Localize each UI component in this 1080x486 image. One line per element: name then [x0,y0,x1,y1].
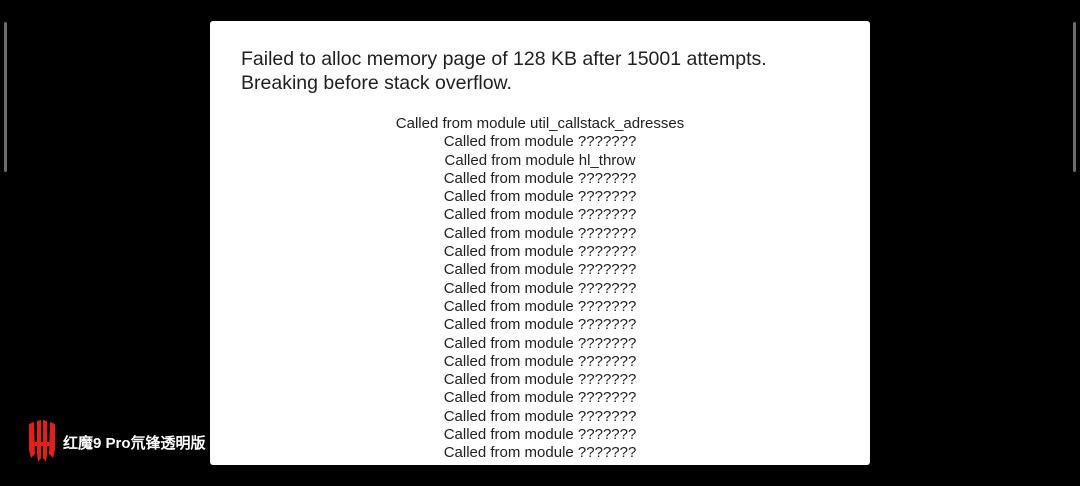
red-magic-logo-icon [29,420,55,462]
stack-line: Called from module ??????? [443,224,637,242]
stack-line: Called from module ??????? [443,169,637,187]
dialog-title-line-1: Failed to alloc memory page of 128 KB af… [241,48,767,70]
stack-line: Called from module ??????? [443,316,637,334]
stack-line: Called from module ??????? [443,371,637,389]
stack-line: Called from module ??????? [443,133,637,151]
left-edge-handle[interactable] [4,22,7,172]
stack-line: Called from module ??????? [443,334,637,352]
dialog-title-line-2: Breaking before stack overflow. [241,72,512,94]
watermark-text: 红魔9 Pro氘锋透明版 [63,434,206,452]
error-dialog: Failed to alloc memory page of 128 KB af… [210,21,870,465]
stack-line: Called from module ??????? [443,261,637,279]
stack-line: Called from module hl_throw [444,151,636,169]
stack-line: Called from module ??????? [443,426,637,444]
stack-line: Called from module ??????? [443,352,637,370]
stack-line: Called from module ??????? [443,279,637,297]
stack-line: Called from module ??????? [443,407,637,425]
stack-line: Called from module ??????? [443,188,637,206]
stack-line: Called from module ??????? [443,444,637,462]
stack-line: Called from module ??????? [443,297,637,315]
call-stack-list[interactable]: Called from module util_callstack_adress… [210,115,870,463]
dialog-title: Failed to alloc memory page of 128 KB af… [241,47,841,95]
device-watermark: 红魔9 Pro氘锋透明版 [26,420,206,464]
stack-line: Called from module ??????? [443,389,637,407]
stack-line: Called from module ??????? [443,206,637,224]
stack-line: Called from module util_callstack_adress… [395,115,685,132]
right-edge-handle[interactable] [1073,22,1076,172]
stack-line: Called from module ??????? [443,243,637,261]
